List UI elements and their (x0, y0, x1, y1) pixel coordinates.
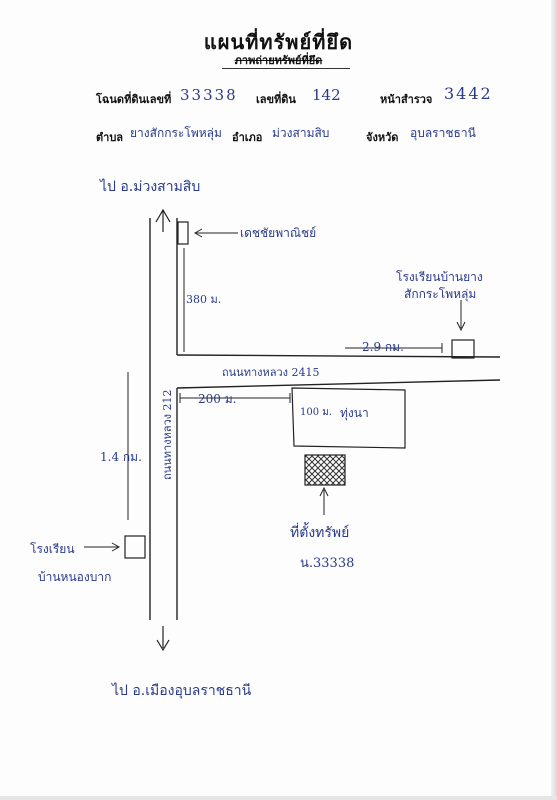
subtitle-underline (222, 68, 350, 69)
land-no-label: เลขที่ดิน (256, 93, 296, 106)
school-ne-label-line2: สักกระโพหลุ่ม (404, 287, 477, 301)
school-ne-label-line1: โรงเรียนบ้านยาง (396, 270, 483, 284)
survey-page-value: 3442 (444, 84, 493, 103)
distance-along-road: 200 ม. (198, 392, 237, 406)
subdistrict-value: ยางสักกระโพหลุ่ม (130, 126, 222, 140)
distance-to-school: 2.9 กม. (362, 340, 404, 354)
deed-value: 33338 (180, 86, 238, 104)
deed-label: โฉนดที่ดินเลขที่ (96, 93, 172, 106)
shop-label: เดชชัยพาณิชย์ (240, 226, 317, 240)
school-pointer-icon (456, 321, 466, 332)
school-south-building (124, 535, 146, 559)
school-ne-building (451, 339, 475, 359)
north-destination-label: ไป อ.ม่วงสามสิบ (100, 179, 201, 195)
south-school-label-line1: โรงเรียน (30, 542, 75, 556)
rural-road-top-edge (176, 354, 501, 358)
district-label: อำเภอ (232, 131, 263, 144)
rural-road-bottom-edge (176, 379, 501, 389)
page-bottom-shadow (0, 796, 557, 800)
property-label-line2: น.33338 (300, 556, 355, 571)
south-arrow-icon (156, 639, 170, 652)
field-area (291, 387, 406, 449)
property-plot (304, 454, 346, 486)
rural-road-label: ถนนทางหลวง 2415 (222, 366, 320, 379)
south-destination-label: ไป อ.เมืองอุบลราชธานี (112, 683, 252, 699)
property-label-line1: ที่ตั้งทรัพย์ (290, 525, 350, 541)
field-label: ทุ่งนา (340, 406, 369, 420)
document-title: แผนที่ทรัพย์ที่ยึด (203, 30, 354, 54)
province-value: อุบลราชธานี (410, 126, 476, 140)
province-label: จังหวัด (366, 131, 399, 144)
document-subtitle: ภาพถ่ายทรัพย์ที่ยึด (234, 54, 323, 67)
land-no-value: 142 (312, 86, 341, 104)
shop-building (177, 221, 189, 245)
shop-pointer-icon (193, 228, 203, 238)
distance-highway: 1.4 กม. (100, 450, 142, 464)
subdistrict-label: ตำบล (96, 131, 124, 144)
page-edge-shadow (551, 0, 557, 800)
highway-label: ถนนทางหลวง 212 (161, 389, 174, 480)
distance-to-shop: 380 ม. (186, 293, 222, 306)
district-value: ม่วงสามสิบ (272, 126, 330, 140)
property-pointer-icon (319, 486, 329, 497)
distance-depth: 100 ม. (300, 407, 333, 418)
survey-page-label: หน้าสำรวจ (380, 93, 433, 106)
south-school-pointer-icon (111, 542, 121, 552)
south-school-label-line2: บ้านหนองบาก (38, 570, 112, 584)
